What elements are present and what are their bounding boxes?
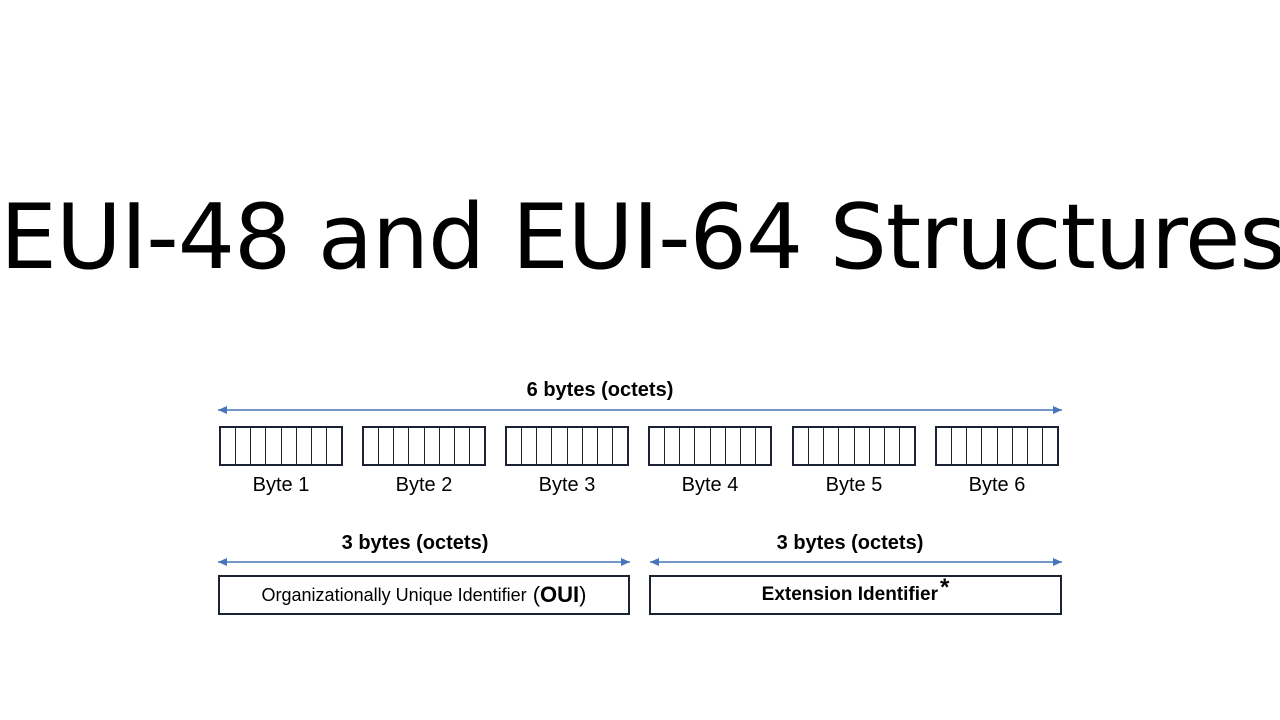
bit-cell	[726, 428, 741, 464]
bit-cell	[364, 428, 380, 464]
byte-1-label: Byte 1	[252, 474, 310, 496]
bit-cell	[695, 428, 711, 464]
bit-cell	[327, 428, 341, 464]
left-three-bytes-label: 3 bytes (octets)	[341, 532, 489, 554]
bit-cell	[967, 428, 983, 464]
bit-cell	[251, 428, 267, 464]
byte-6-label: Byte 6	[968, 474, 1026, 496]
byte-4-label: Byte 4	[681, 474, 739, 496]
bit-cell	[537, 428, 553, 464]
bit-cell	[552, 428, 568, 464]
byte-5-label: Byte 5	[825, 474, 883, 496]
bit-cell	[297, 428, 312, 464]
bit-cell	[440, 428, 455, 464]
bit-cell	[507, 428, 523, 464]
bit-cell	[455, 428, 470, 464]
bit-cell	[650, 428, 666, 464]
bit-cell	[741, 428, 756, 464]
bit-cell	[613, 428, 627, 464]
bit-cell	[379, 428, 395, 464]
oui-box: Organizationally Unique Identifier ( OUI…	[218, 575, 630, 615]
bit-cell	[583, 428, 598, 464]
left-three-bytes-arrow	[218, 558, 630, 566]
byte-1-box	[219, 426, 343, 466]
bit-cell	[900, 428, 914, 464]
bit-cell	[870, 428, 885, 464]
bit-cell	[665, 428, 681, 464]
byte-5-box	[792, 426, 916, 466]
bit-cell	[885, 428, 900, 464]
byte-4-box	[648, 426, 772, 466]
bit-cell	[711, 428, 726, 464]
bit-cell	[409, 428, 425, 464]
bit-cell	[756, 428, 770, 464]
right-three-bytes-arrow	[650, 558, 1062, 566]
oui-text: Organizationally Unique Identifier	[261, 584, 527, 605]
oui-abbreviation: OUI	[540, 582, 580, 607]
oui-close-paren: )	[579, 582, 587, 607]
bit-cell	[425, 428, 440, 464]
slide-title: EUI-48 and EUI-64 Structures	[0, 185, 1280, 290]
byte-2-label: Byte 2	[395, 474, 453, 496]
bit-cell	[598, 428, 613, 464]
bit-cell	[568, 428, 583, 464]
bit-cell	[809, 428, 825, 464]
bit-cell	[221, 428, 237, 464]
bit-cell	[982, 428, 998, 464]
byte-3-box	[505, 426, 629, 466]
six-bytes-label: 6 bytes (octets)	[526, 379, 674, 401]
byte-6-box	[935, 426, 1059, 466]
bit-cell	[282, 428, 297, 464]
bit-cell	[1013, 428, 1028, 464]
byte-2-box	[362, 426, 486, 466]
bit-cell	[794, 428, 810, 464]
extension-identifier-box: Extension Identifier *	[649, 574, 1062, 615]
extension-identifier-text: Extension Identifier	[761, 584, 938, 605]
bit-cell	[470, 428, 484, 464]
bit-cell	[394, 428, 410, 464]
bit-cell	[236, 428, 252, 464]
six-bytes-arrow	[218, 406, 1062, 414]
bit-cell	[824, 428, 840, 464]
extension-identifier-marker: *	[939, 574, 950, 601]
right-three-bytes-label: 3 bytes (octets)	[776, 532, 924, 554]
bit-cell	[680, 428, 696, 464]
byte-3-label: Byte 3	[538, 474, 596, 496]
bit-cell	[1028, 428, 1043, 464]
bit-cell	[312, 428, 327, 464]
bit-cell	[855, 428, 870, 464]
bit-cell	[266, 428, 282, 464]
oui-open-paren: (	[532, 582, 541, 607]
bit-cell	[839, 428, 855, 464]
bit-cell	[937, 428, 953, 464]
bit-cell	[952, 428, 968, 464]
bit-cell	[1043, 428, 1057, 464]
bit-cell	[522, 428, 538, 464]
bit-cell	[998, 428, 1013, 464]
